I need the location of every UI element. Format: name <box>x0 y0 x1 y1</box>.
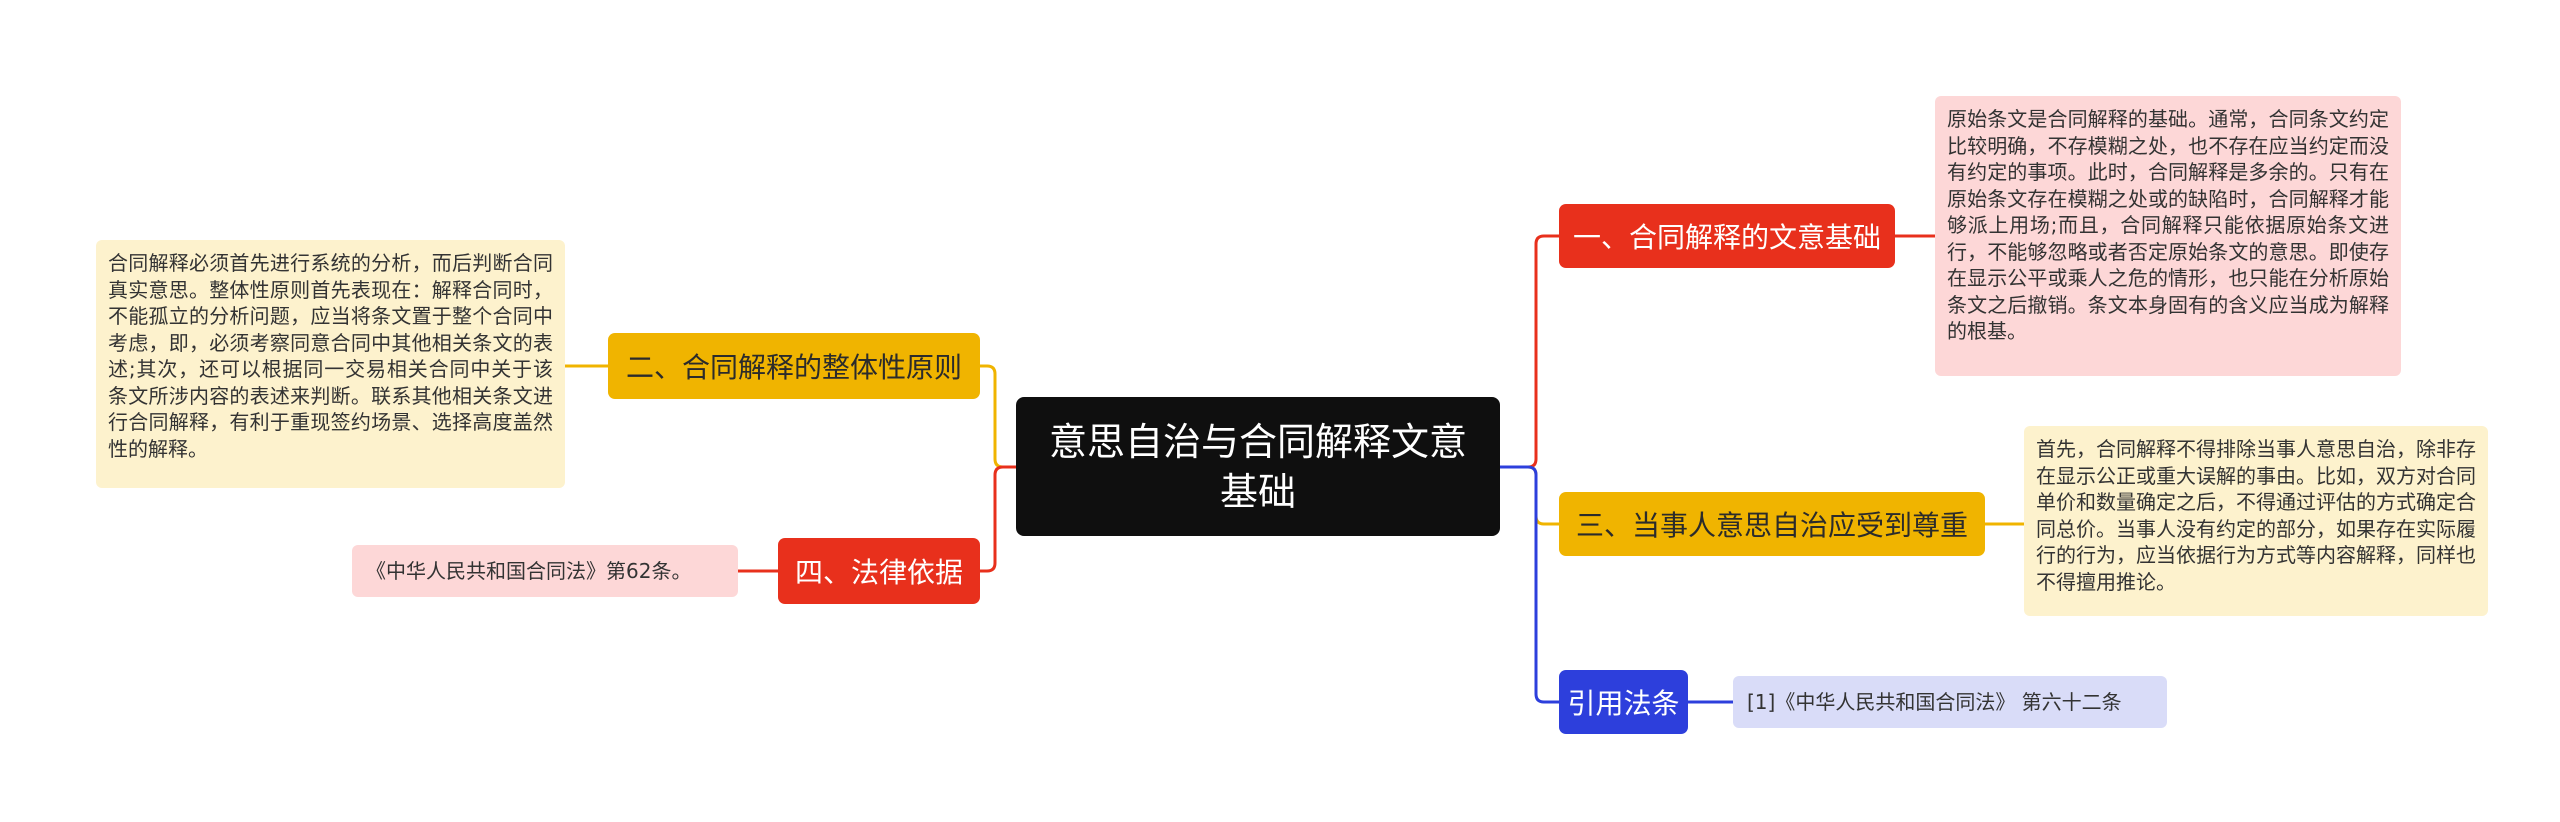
branch-legal-basis[interactable]: 四、法律依据 <box>778 538 980 604</box>
note-text: 首先，合同解释不得排除当事人意思自治，除非存在显示公正或重大误解的事由。比如，双… <box>2036 437 2476 594</box>
connector-b3 <box>1500 465 1559 526</box>
note-party-autonomy: 首先，合同解释不得排除当事人意思自治，除非存在显示公正或重大误解的事由。比如，双… <box>2024 426 2488 616</box>
branch-party-autonomy[interactable]: 三、当事人意思自治应受到尊重 <box>1559 492 1985 556</box>
connector-b1 <box>1500 234 1559 469</box>
connector-b4 <box>980 465 1016 573</box>
note-text: 原始条文是合同解释的基础。通常，合同条文约定比较明确，不存模糊之处，也不存在应当… <box>1947 107 2389 343</box>
note-text: 《中华人民共和国合同法》第62条。 <box>366 558 692 583</box>
branch-label: 三、当事人意思自治应受到尊重 <box>1575 509 1968 542</box>
branch-cited-statutes[interactable]: 引用法条 <box>1559 670 1688 734</box>
central-topic-label: 意思自治与合同解释文意基础 <box>1048 419 1467 514</box>
note-holistic-principle: 合同解释必须首先进行系统的分析，而后判断合同真实意思。整体性原则首先表现在：解释… <box>96 240 565 488</box>
note-textual-basis: 原始条文是合同解释的基础。通常，合同条文约定比较明确，不存模糊之处，也不存在应当… <box>1935 96 2401 376</box>
note-cited-statutes: [1]《中华人民共和国合同法》 第六十二条 <box>1733 676 2167 728</box>
connector-b5 <box>1500 465 1559 704</box>
branch-holistic-principle[interactable]: 二、合同解释的整体性原则 <box>608 333 980 399</box>
note-text: [1]《中华人民共和国合同法》 第六十二条 <box>1747 689 2122 714</box>
note-text: 合同解释必须首先进行系统的分析，而后判断合同真实意思。整体性原则首先表现在：解释… <box>108 251 553 461</box>
branch-label: 引用法条 <box>1567 687 1680 720</box>
connector-b2 <box>980 364 1016 469</box>
branch-label: 二、合同解释的整体性原则 <box>625 351 962 384</box>
branch-label: 一、合同解释的文意基础 <box>1573 221 1882 254</box>
branch-label: 四、法律依据 <box>794 556 963 589</box>
branch-textual-basis[interactable]: 一、合同解释的文意基础 <box>1559 204 1895 268</box>
central-topic[interactable]: 意思自治与合同解释文意基础 <box>1016 397 1500 536</box>
note-legal-basis: 《中华人民共和国合同法》第62条。 <box>352 545 738 597</box>
